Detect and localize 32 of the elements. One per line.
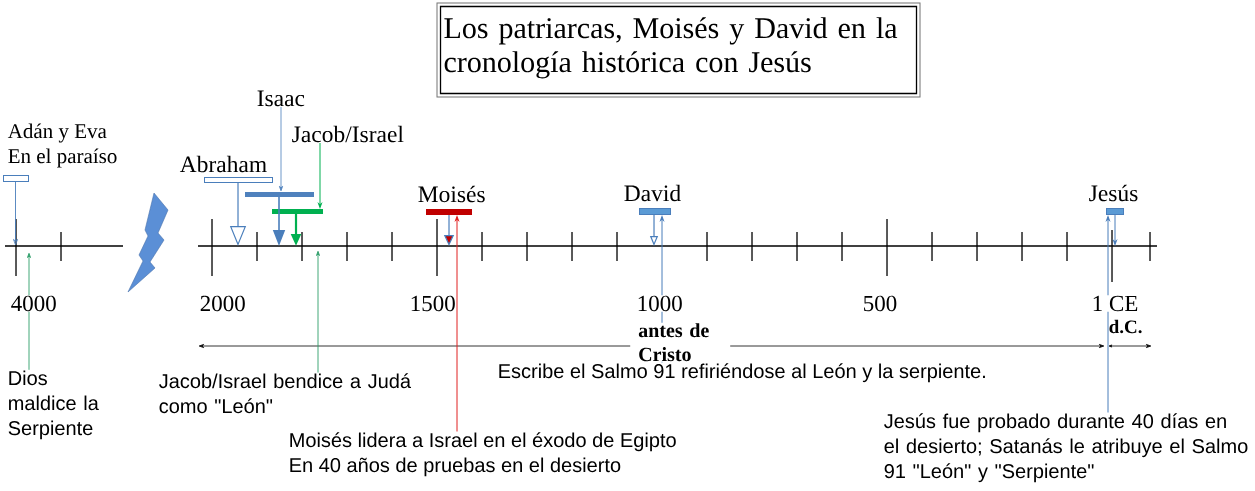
event-note: Moisés lidera a Israel en el éxodo de Egipto [290,432,676,452]
event-note: En 40 años de pruebas en el desierto [290,457,621,477]
event-note: Dios maldice la Serpiente [8,370,99,440]
name-label: David [624,184,681,202]
event-note: Jesús fue probado durante 40 días en el desierto; Satanás le atribuye el Salmo 91 "León" y "Serpiente" [884,413,1248,483]
leader-line [1106,216,1110,414]
leader-line [279,106,283,192]
year-label: 1 CE [1091,295,1139,312]
year-label: 500 [864,295,897,312]
event-note: Escribe el Salmo 91 refiriéndose al León y la serpiente. [499,363,985,383]
name-label: Moisés [418,185,485,203]
era-label: d.C. [1109,319,1142,334]
period-bar [245,192,314,197]
arrow [1113,214,1117,245]
year-label: 1500 [411,295,455,312]
title-box: Los patriarcas, Moisés y David en la cronología histórica con Jesús [436,2,921,98]
name-label: Isaac [257,90,305,107]
name-label: En el paraíso [8,148,117,168]
leader-line [316,250,320,374]
leader-line [27,252,31,371]
leader-line [455,216,459,433]
name-label: Abraham [179,155,267,173]
leader-line [318,142,322,208]
year-label: 1000 [636,295,684,312]
year-label: 4000 [10,295,58,312]
name-label: Jacob/Israel [292,125,404,143]
year-label: 2000 [200,295,245,312]
era-label: antes de Cristo [630,322,731,362]
name-label: Jesús [1089,184,1138,202]
event-note: Jacob/Israel bendice a Judá como "León" [159,373,411,414]
name-label: Adán y Eva [7,123,107,143]
arrow [13,181,18,246]
